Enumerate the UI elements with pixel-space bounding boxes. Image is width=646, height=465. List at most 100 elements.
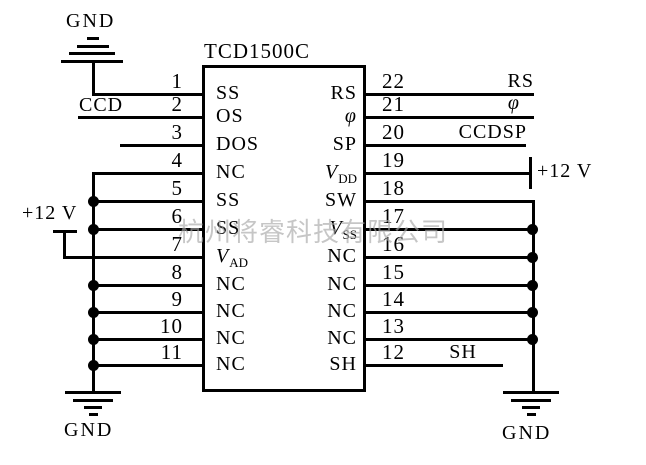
right-ground-rail	[532, 200, 535, 392]
pin-number-10: 10	[160, 314, 183, 338]
wire-pin5	[92, 200, 202, 203]
ground-stem-top	[92, 62, 95, 95]
pin-name-22: RS	[330, 82, 357, 104]
pin-name-9: NC	[216, 300, 246, 322]
ground-symbol-br-bar3	[522, 406, 540, 409]
ground-symbol-bl-bar2	[73, 399, 113, 402]
pin-name-21: φ	[344, 105, 357, 127]
rs-signal-label: RS	[507, 70, 534, 92]
gnd-label-bottom-right: GND	[502, 422, 552, 444]
ground-symbol-br-bar4	[527, 413, 536, 416]
wire-pin19	[365, 172, 530, 175]
ground-symbol-bl-bar3	[84, 406, 102, 409]
junction-dot-pin14	[527, 307, 538, 318]
wire-pin6	[92, 228, 202, 231]
pin-number-12: 12	[382, 340, 405, 364]
pin-number-21: 21	[382, 92, 405, 116]
wire-pin17	[365, 228, 535, 231]
pin-number-22: 22	[382, 69, 405, 93]
wire-pin7	[63, 256, 202, 259]
pin-number-2: 2	[171, 92, 183, 116]
junction-dot-pin5	[88, 196, 99, 207]
gnd-label-bottom-left: GND	[64, 419, 114, 441]
ground-symbol-bl-bar1	[65, 391, 121, 394]
pin-number-17: 17	[382, 204, 405, 228]
pin-number-14: 14	[382, 287, 405, 311]
wire-pin2	[78, 116, 202, 119]
pin-number-8: 8	[171, 260, 183, 284]
ground-symbol-br-bar2	[511, 399, 551, 402]
pin-number-7: 7	[171, 232, 183, 256]
ground-symbol-br-bar1	[503, 391, 559, 394]
pin-number-16: 16	[382, 232, 405, 256]
pin-number-15: 15	[382, 260, 405, 284]
wire-pin18	[365, 200, 535, 203]
pin-number-11: 11	[160, 340, 183, 364]
junction-dot-pin17	[527, 224, 538, 235]
plus12v-left-stem	[63, 230, 66, 258]
wire-pin4	[92, 172, 202, 175]
wire-pin11	[92, 364, 202, 367]
wire-pin21	[365, 116, 534, 119]
pin-name-20: SP	[332, 133, 357, 155]
wire-pin9	[92, 311, 202, 314]
pin-name-14: NC	[327, 300, 357, 322]
plus12v-right-terminal-bar	[529, 157, 532, 189]
pin-name-3: DOS	[216, 133, 260, 155]
pin-number-13: 13	[382, 314, 405, 338]
pin-name-7: VAD	[216, 245, 248, 270]
wire-pin8	[92, 284, 202, 287]
wire-pin22	[365, 93, 534, 96]
pin-name-12: SH	[329, 353, 357, 375]
sh-signal-label: SH	[449, 341, 477, 363]
ground-symbol-top-bar2	[69, 52, 115, 55]
ground-symbol-top-bar3	[77, 45, 109, 48]
wire-pin14	[365, 311, 535, 314]
ccd-signal-label: CCD	[79, 94, 124, 116]
wire-pin3	[120, 144, 202, 147]
watermark-text: 杭州将睿科技有限公司	[178, 218, 449, 247]
junction-dot-pin9	[88, 307, 99, 318]
junction-dot-pin16	[527, 252, 538, 263]
pin-name-5: SS	[216, 189, 241, 211]
wire-pin20	[365, 144, 526, 147]
ground-symbol-bl-bar4	[89, 413, 98, 416]
pin-number-5: 5	[171, 176, 183, 200]
pin-name-8: NC	[216, 273, 246, 295]
pin-name-2: OS	[216, 105, 244, 127]
pin-number-1: 1	[171, 69, 183, 93]
pin-name-6: SS	[216, 217, 241, 239]
pin-name-19: VDD	[325, 161, 357, 186]
junction-dot-pin13	[527, 334, 538, 345]
pin-name-1: SS	[216, 82, 241, 104]
junction-dot-pin10	[88, 334, 99, 345]
gnd-label-top: GND	[66, 10, 116, 32]
chip-body-tcd1500c	[202, 65, 366, 392]
pin-name-11: NC	[216, 353, 246, 375]
junction-dot-pin11	[88, 360, 99, 371]
plus12v-label-right: +12 V	[537, 160, 593, 182]
pin-name-17: VSS	[329, 217, 357, 242]
pin-number-4: 4	[171, 148, 183, 172]
ground-symbol-top-bar4	[87, 37, 99, 40]
wire-pin10	[92, 338, 202, 341]
junction-dot-pin6	[88, 224, 99, 235]
wire-pin1	[92, 93, 202, 96]
pin-name-4: NC	[216, 161, 246, 183]
pin-number-20: 20	[382, 120, 405, 144]
junction-dot-pin15	[527, 280, 538, 291]
pin-number-19: 19	[382, 148, 405, 172]
wire-pin12	[365, 364, 503, 367]
pin-number-18: 18	[382, 176, 405, 200]
phi-signal-label: φ	[507, 92, 520, 114]
pin-name-16: NC	[327, 245, 357, 267]
plus12v-label-left: +12 V	[22, 202, 78, 224]
ground-symbol-top-bar1	[61, 60, 123, 63]
pin-name-10: NC	[216, 327, 246, 349]
junction-dot-pin8	[88, 280, 99, 291]
ccdsp-signal-label: CCDSP	[458, 121, 527, 143]
pin-name-18: SW	[325, 189, 357, 211]
pin-number-9: 9	[171, 287, 183, 311]
pin-number-6: 6	[171, 204, 183, 228]
